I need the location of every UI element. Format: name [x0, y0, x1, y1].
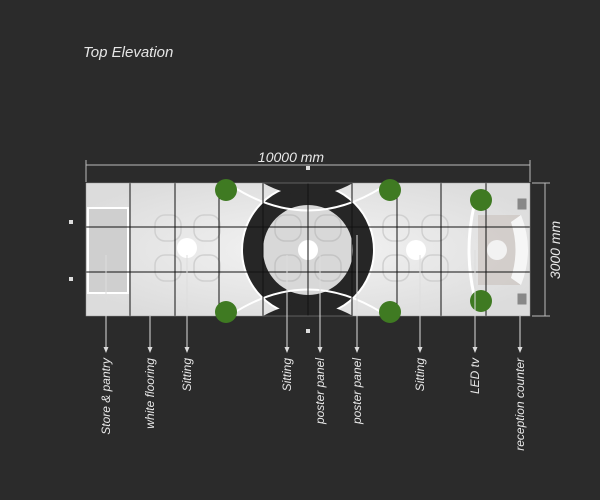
arrow-icon: [184, 347, 190, 353]
arrow-icon: [317, 347, 323, 353]
arrow-icon: [354, 347, 360, 353]
width-dimension: 10000 mm: [85, 149, 531, 182]
arrow-icon: [103, 347, 109, 353]
arrow-icon: [517, 347, 523, 353]
led-tv: [467, 205, 476, 296]
grid: [86, 183, 530, 316]
callout-label: poster panel: [350, 358, 364, 425]
callout-label: white flooring: [143, 358, 157, 429]
arrow-icon: [417, 347, 423, 353]
reception-stool: [487, 240, 507, 260]
callout-label: Store & pantry: [99, 357, 113, 435]
callout-label: Sitting: [413, 358, 427, 392]
depth-label: 3000 mm: [547, 220, 563, 279]
sitting-right: [382, 214, 449, 282]
reception-counter: [511, 215, 528, 285]
arrow-icon: [284, 347, 290, 353]
drawing-title: Top Elevation: [83, 44, 174, 61]
callout-label: poster panel: [313, 358, 327, 425]
plant-icon: [470, 290, 492, 312]
store-pantry: [87, 207, 129, 294]
callout-label: Sitting: [280, 358, 294, 392]
arrow-icon: [147, 347, 153, 353]
plant-icon: [379, 301, 401, 323]
callout-label: Sitting: [180, 358, 194, 392]
depth-dimension: 3000 mm: [532, 182, 563, 317]
plant-icon: [215, 179, 237, 201]
sitting-left: [154, 214, 221, 282]
callout-label: LED tv: [468, 357, 482, 394]
callout-label: reception counter: [513, 357, 527, 451]
width-label: 10000 mm: [258, 149, 324, 165]
plant-icon: [215, 301, 237, 323]
arrow-icon: [472, 347, 478, 353]
plant-icon: [379, 179, 401, 201]
plant-icon: [470, 189, 492, 211]
